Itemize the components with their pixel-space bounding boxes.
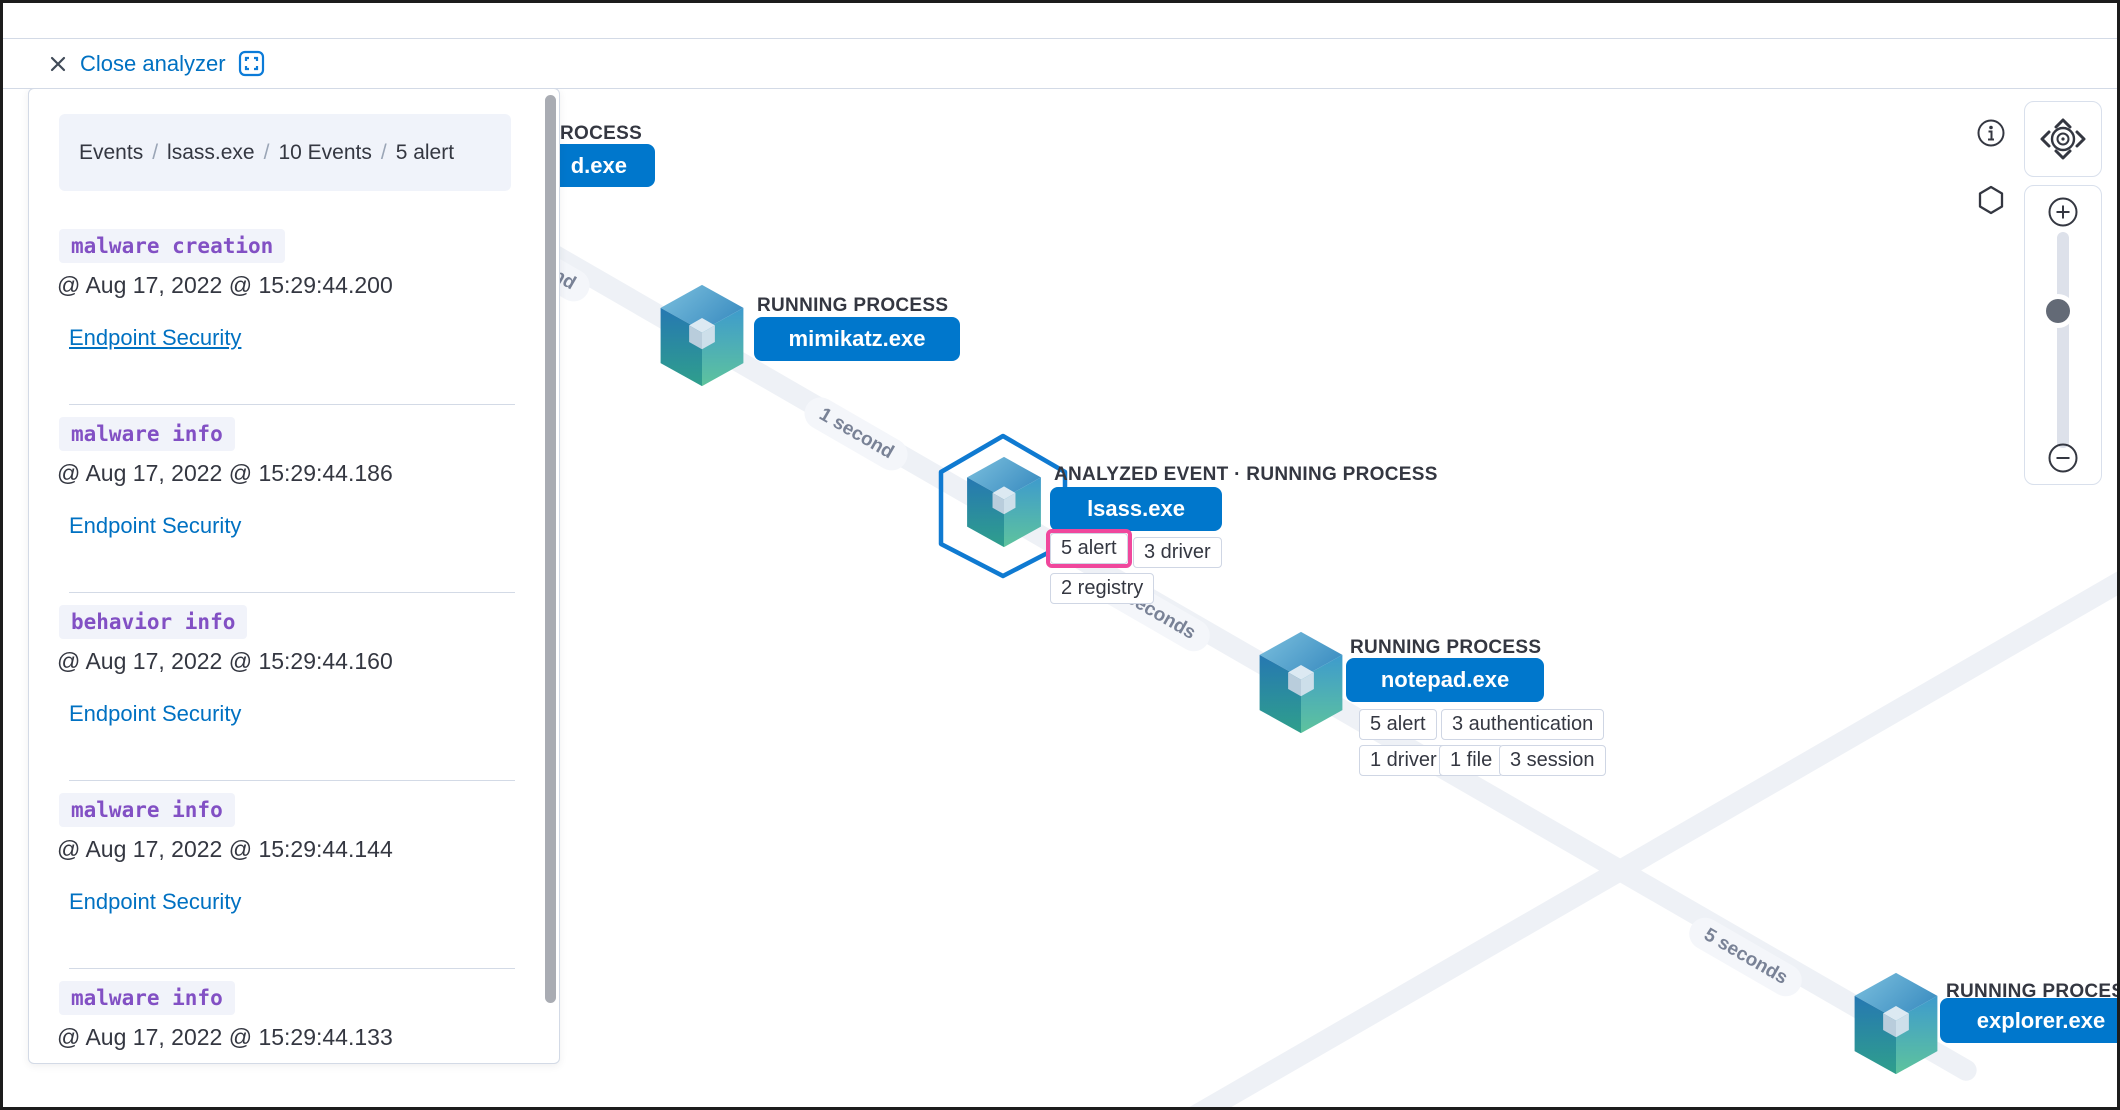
event-source-link[interactable]: Endpoint Security [69,513,242,538]
process-cube-icon-explorer[interactable] [1850,971,1942,1076]
info-icon[interactable] [1976,118,2006,148]
event-timestamp: @ Aug 17, 2022 @ 15:29:44.160 [57,648,393,674]
node-pill-notepad[interactable]: notepad.exe [1346,658,1544,702]
event-item: malware creation @ Aug 17, 2022 @ 15:29:… [57,217,515,405]
event-timestamp: @ Aug 17, 2022 @ 15:29:44.200 [57,272,393,298]
badge-lsass-driver[interactable]: 3 driver [1133,537,1222,568]
analyzer-header: Close analyzer [3,3,2117,89]
badge-notepad-driver[interactable]: 1 driver [1359,745,1448,776]
node-type-label-explorer: RUNNING PROCESS [1946,981,2120,1002]
analyzed-event-hexagon-outline [938,433,1068,579]
breadcrumb-separator: / [380,140,387,164]
zoom-in-icon[interactable] [2047,196,2079,228]
event-source-link[interactable]: Endpoint Security [69,701,242,726]
breadcrumb-process[interactable]: lsass.exe [167,140,255,164]
breadcrumb-event-count[interactable]: 10 Events [278,140,372,164]
breadcrumb: Events / lsass.exe / 10 Events / 5 alert [59,114,511,191]
hexagon-icon[interactable] [1977,185,2005,215]
node-pill-mimikatz[interactable]: mimikatz.exe [754,317,960,361]
event-category-badge: behavior info [59,605,248,639]
edge-label-1-second: 1 second [798,391,914,477]
event-category-badge: malware info [59,793,235,827]
process-cube-icon-notepad[interactable] [1255,630,1347,735]
center-target-icon[interactable] [2050,126,2076,152]
process-cube-icon-mimikatz[interactable] [656,283,748,388]
event-source-link[interactable]: Endpoint Security [69,325,242,350]
breadcrumb-separator: / [152,140,159,164]
event-timestamp: @ Aug 17, 2022 @ 15:29:44.133 [57,1024,393,1050]
breadcrumb-alert: 5 alert [395,140,455,164]
chevron-down-icon[interactable] [2054,149,2072,160]
badge-lsass-alert[interactable]: 5 alert [1050,533,1128,564]
event-item: malware info @ Aug 17, 2022 @ 15:29:44.1… [57,969,515,1063]
close-analyzer-button[interactable]: Close analyzer [80,50,226,76]
process-graph: 1 second 1 second 3 seconds 5 seconds RO… [3,3,2117,1107]
event-category-badge: malware info [59,981,235,1015]
badge-lsass-registry[interactable]: 2 registry [1050,573,1155,604]
pan-control [2024,101,2102,177]
event-divider [69,404,515,405]
event-item: malware info @ Aug 17, 2022 @ 15:29:44.1… [57,781,515,969]
zoom-out-icon[interactable] [2047,442,2079,474]
node-pill-lsass[interactable]: lsass.exe [1050,487,1222,531]
node-type-label-mimikatz: RUNNING PROCESS [757,295,949,316]
breadcrumb-separator: / [263,140,270,164]
event-timestamp: @ Aug 17, 2022 @ 15:29:44.186 [57,460,393,486]
event-item: malware info @ Aug 17, 2022 @ 15:29:44.1… [57,405,515,593]
panel-scrollbar[interactable] [545,95,556,1003]
chevron-left-icon[interactable] [2040,130,2051,148]
event-category-badge: malware info [59,417,235,451]
badge-notepad-authentication[interactable]: 3 authentication [1441,709,1605,740]
badge-notepad-session[interactable]: 3 session [1499,745,1606,776]
event-item: behavior info @ Aug 17, 2022 @ 15:29:44.… [57,593,515,781]
node-pill-explorer[interactable]: explorer.exe [1940,998,2117,1043]
node-type-label-lsass: ANALYZED EVENT · RUNNING PROCESS [1054,464,1438,485]
fullscreen-icon[interactable] [238,50,265,77]
event-divider [69,592,515,593]
close-icon[interactable] [48,54,68,74]
node-type-label-notepad: RUNNING PROCESS [1350,637,1542,658]
badge-notepad-alert[interactable]: 5 alert [1359,709,1437,740]
highlighted-badge-outline: 5 alert [1046,529,1132,568]
zoom-slider-track[interactable] [2057,232,2069,448]
node-type-label-cmd: ROCESS [560,123,643,144]
breadcrumb-events[interactable]: Events [79,140,144,164]
chevron-up-icon[interactable] [2054,118,2072,129]
event-list: malware creation @ Aug 17, 2022 @ 15:29:… [57,217,515,1063]
event-category-badge: malware creation [59,229,286,263]
event-divider [69,780,515,781]
node-events-panel: Events / lsass.exe / 10 Events / 5 alert… [28,88,560,1064]
process-cube-icon-lsass[interactable] [963,455,1045,549]
badge-notepad-file[interactable]: 1 file [1439,745,1504,776]
event-source-link[interactable]: Endpoint Security [69,889,242,914]
chevron-right-icon[interactable] [2075,130,2086,148]
zoom-slider-thumb[interactable] [2046,299,2070,323]
zoom-control [2024,185,2102,485]
event-divider [69,968,515,969]
header-divider [3,38,2117,39]
event-timestamp: @ Aug 17, 2022 @ 15:29:44.144 [57,836,393,862]
